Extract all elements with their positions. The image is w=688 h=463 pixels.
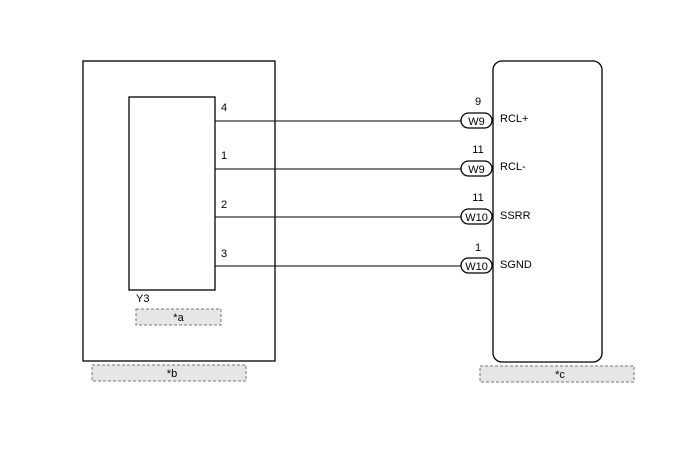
signal-name: SSRR [500, 210, 531, 222]
left-pin-number: 2 [221, 199, 227, 211]
right-pin-number: 11 [472, 192, 483, 204]
right-component-box [492, 60, 603, 363]
connector-id: W9 [468, 164, 485, 176]
label-c-box [479, 365, 635, 383]
left-pin-number: 4 [221, 102, 227, 114]
right-pin-number: 11 [472, 144, 483, 156]
label-a: *a [173, 312, 184, 324]
signal-name: RCL- [500, 161, 526, 173]
connector-id: W10 [465, 212, 488, 224]
connector-badge [460, 257, 493, 274]
connector-badge [460, 160, 493, 177]
label-a-box [135, 308, 222, 326]
signal-name: SGND [500, 259, 532, 271]
left-component-box [82, 60, 276, 362]
label-b-box [91, 364, 247, 382]
left-connector-name: Y3 [136, 293, 149, 305]
connector-badge [460, 112, 493, 129]
left-connector-box [128, 96, 216, 291]
right-pin-number: 9 [475, 96, 481, 108]
wire-row: 1 11 W9 RCL- [215, 144, 526, 177]
connector-id: W9 [468, 116, 485, 128]
wire-row: 4 9 W9 RCL+ [215, 96, 528, 129]
label-c: *c [555, 369, 565, 381]
signal-name: RCL+ [500, 113, 528, 125]
wire-row: 3 1 W10 SGND [215, 242, 532, 274]
right-pin-number: 1 [475, 242, 481, 254]
left-pin-number: 1 [221, 150, 227, 162]
label-b: *b [167, 368, 177, 380]
connector-badge [460, 208, 493, 225]
wire-row: 2 11 W10 SSRR [215, 192, 531, 225]
connector-id: W10 [465, 261, 488, 273]
left-pin-number: 3 [221, 248, 227, 260]
